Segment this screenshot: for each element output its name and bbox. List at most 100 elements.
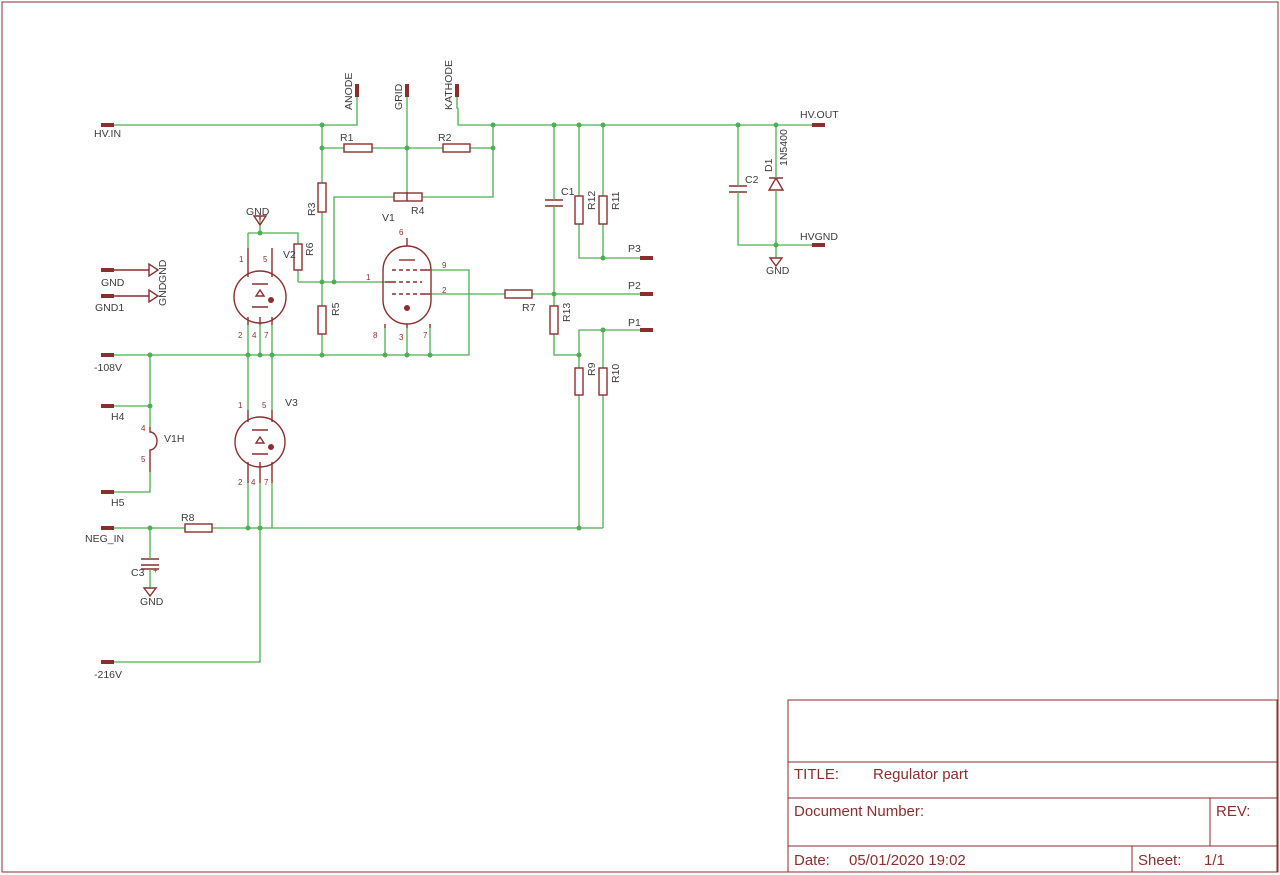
label-v2: V2 [283, 249, 296, 261]
label-r6: R6 [304, 242, 316, 256]
sheet-value: 1/1 [1204, 852, 1225, 869]
rev-label: REV: [1216, 803, 1250, 820]
resistor-r2 [442, 143, 471, 153]
tube-v3: 1 5 2 4 7 V3 [234, 397, 298, 487]
label-c3: C3 [131, 567, 145, 579]
net-p1: P1 [628, 317, 641, 329]
resistor-r12 [574, 195, 584, 225]
svg-text:3: 3 [399, 333, 404, 342]
resistor-r10 [598, 367, 608, 396]
label-r4: R4 [411, 205, 425, 217]
heater-v1h: 4 5 V1H [141, 424, 184, 472]
resistor-r8 [184, 523, 213, 533]
svg-text:5: 5 [263, 255, 268, 264]
net-grid: GRID [393, 83, 405, 110]
resistor-r9 [574, 367, 584, 396]
connector-pins [101, 84, 825, 664]
svg-text:1: 1 [238, 401, 243, 410]
svg-text:2: 2 [238, 478, 243, 487]
gnd-label-gnd: GND [157, 259, 169, 283]
label-r11: R11 [610, 191, 622, 210]
resistor-r11 [598, 195, 608, 225]
svg-text:7: 7 [264, 331, 269, 340]
wires [114, 97, 812, 663]
svg-text:1: 1 [366, 273, 371, 282]
net-p3: P3 [628, 243, 641, 255]
net-labels: HV.IN GND GND1 -108V H4 H5 NEG_IN -216V … [85, 60, 839, 681]
resistor-r7 [504, 289, 533, 299]
net-gnd1: GND1 [95, 302, 124, 314]
label-r5: R5 [330, 302, 342, 316]
resistor-r4 [393, 192, 423, 202]
net-hvgnd: HVGND [800, 231, 838, 243]
net-hv-in: HV.IN [94, 128, 121, 140]
label-d1: D1 [763, 158, 775, 172]
date-value: 05/01/2020 19:02 [849, 852, 966, 869]
svg-text:2: 2 [238, 331, 243, 340]
label-c2: C2 [745, 174, 759, 186]
net-kathode: KATHODE [443, 60, 455, 110]
gnd-label-v2: GND [246, 206, 270, 218]
resistor-r6 [293, 243, 303, 271]
svg-text:4: 4 [251, 478, 256, 487]
label-r9: R9 [586, 362, 598, 376]
capacitors: C1 C2 + C3 [131, 174, 759, 579]
net-gnd: GND [101, 277, 125, 289]
net-h4: H4 [111, 411, 125, 423]
label-r1: R1 [340, 132, 354, 144]
title-block: TITLE: Regulator part Document Number: R… [787, 699, 1278, 873]
resistor-r13 [549, 305, 559, 335]
label-r8: R8 [181, 512, 195, 524]
label-v1h: V1H [164, 433, 184, 445]
resistors: R1 R2 R3 R4 R5 R6 R7 R8 R9 R10 R11 R12 R… [181, 132, 622, 533]
net-h5: H5 [111, 497, 125, 509]
net-minus-216v: -216V [94, 669, 122, 681]
svg-text:5: 5 [262, 401, 267, 410]
diode-d1: D1 1N5400 [763, 129, 790, 195]
net-hv-out: HV.OUT [800, 109, 839, 121]
svg-text:4: 4 [141, 424, 146, 433]
label-r3: R3 [306, 202, 318, 216]
gnd-label-hvgnd: GND [766, 265, 790, 277]
title-label: TITLE: [794, 766, 839, 783]
sheet-label: Sheet: [1138, 852, 1181, 869]
date-label: Date: [794, 852, 830, 869]
label-r2: R2 [438, 132, 452, 144]
label-r10: R10 [610, 364, 622, 383]
label-d1-value: 1N5400 [778, 129, 790, 166]
label-v3: V3 [285, 397, 298, 409]
tube-v2: 1 5 2 4 7 V2 [233, 248, 296, 340]
svg-text:+: + [153, 566, 158, 575]
resistor-r5 [317, 305, 327, 335]
svg-text:7: 7 [423, 331, 428, 340]
label-v1: V1 [382, 212, 395, 224]
svg-text:6: 6 [399, 228, 404, 237]
svg-text:1: 1 [239, 255, 244, 264]
gnd-label-c3: GND [140, 596, 164, 608]
label-r12: R12 [586, 191, 598, 210]
svg-text:8: 8 [373, 331, 378, 340]
svg-text:5: 5 [141, 455, 146, 464]
capacitor-c1 [545, 199, 563, 207]
label-r7: R7 [522, 302, 536, 314]
title-value: Regulator part [873, 766, 969, 783]
net-p2: P2 [628, 280, 641, 292]
net-neg-in: NEG_IN [85, 533, 124, 545]
gnd-label-gnd1: GND [157, 282, 169, 306]
svg-text:2: 2 [442, 286, 447, 295]
label-r13: R13 [561, 303, 573, 322]
svg-text:4: 4 [252, 331, 257, 340]
label-c1: C1 [561, 186, 575, 198]
capacitor-c2 [729, 185, 747, 193]
resistor-r1 [343, 143, 373, 153]
svg-text:7: 7 [264, 478, 269, 487]
tube-v1: 1 9 2 6 8 3 7 V1 [366, 212, 447, 342]
net-anode: ANODE [343, 73, 355, 110]
junctions [147, 122, 779, 531]
resistor-r3 [317, 182, 327, 213]
document-number-label: Document Number: [794, 803, 924, 820]
net-minus-108v: -108V [94, 362, 122, 374]
svg-text:9: 9 [442, 261, 447, 270]
